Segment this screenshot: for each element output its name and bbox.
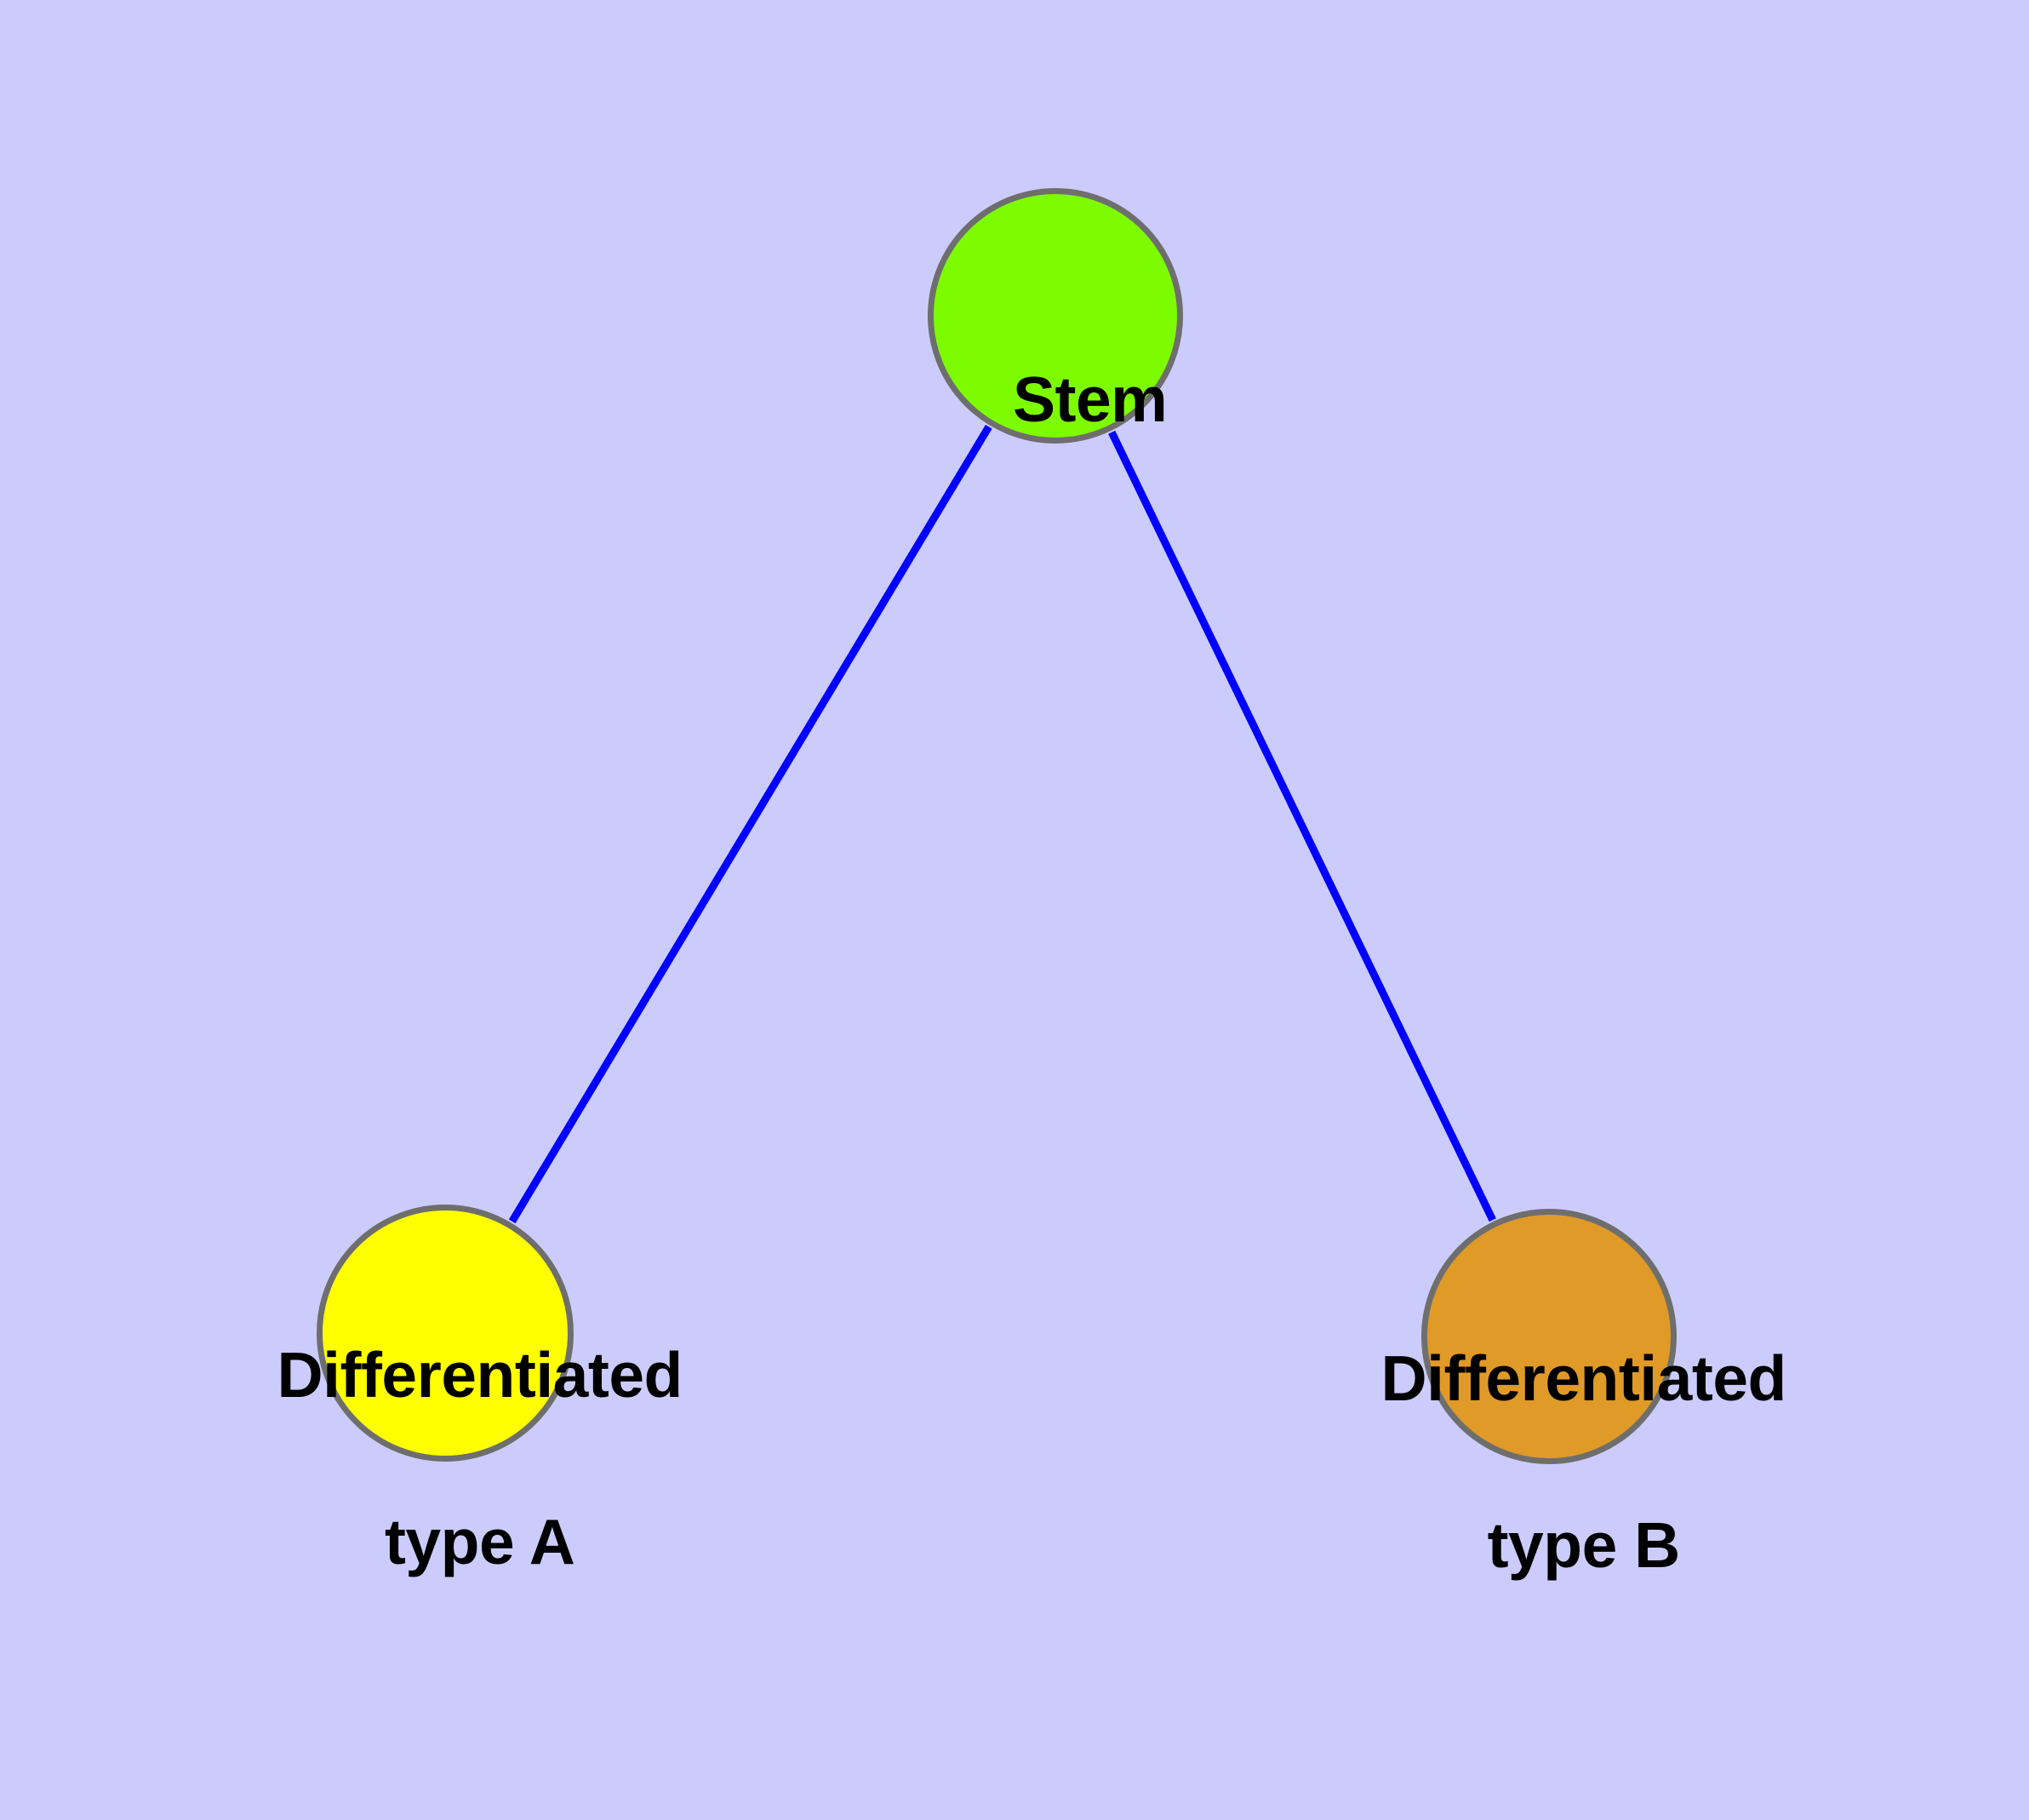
node-differentiated-type-a[interactable] [317,1205,574,1462]
edge-stem-diff_a [508,425,992,1224]
edge-stem-diff_b [1108,430,1496,1222]
node-differentiated-type-b[interactable] [1421,1209,1677,1464]
edges-group [508,425,1496,1224]
node-stem[interactable] [928,188,1183,444]
